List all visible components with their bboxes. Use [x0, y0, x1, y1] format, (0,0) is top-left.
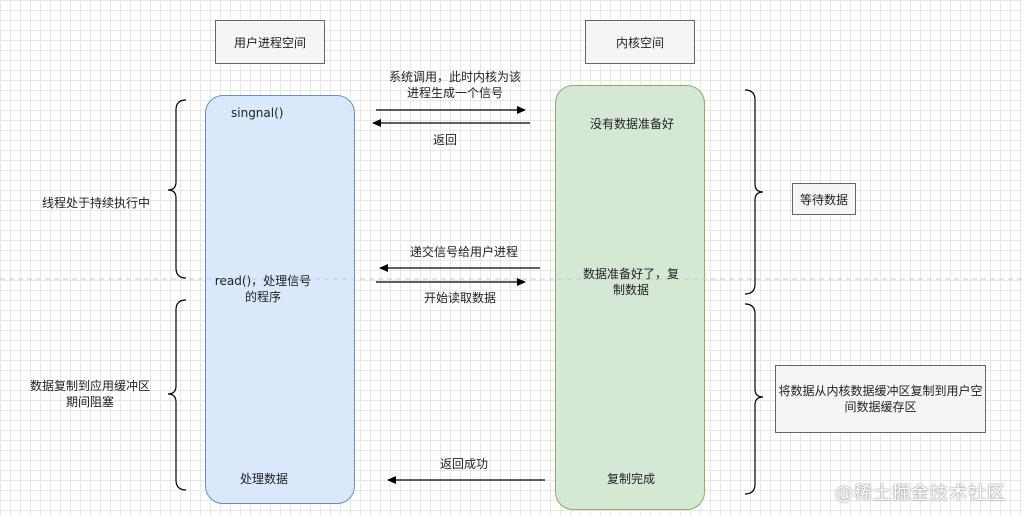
process-data-label: 处理数据	[240, 472, 289, 486]
kernel-lane	[555, 85, 705, 510]
return-label: 返回	[433, 133, 458, 147]
deliver-signal-label: 递交信号给用户进程	[410, 245, 519, 259]
brace-right-copy	[744, 303, 764, 495]
blocked-note: 数据复制到应用缓冲区 期间阻塞	[29, 379, 150, 409]
watermark-text: @稀土掘金技术社区	[835, 483, 1006, 504]
brace-left-blocked	[167, 299, 187, 491]
return-success-label: 返回成功	[440, 457, 489, 471]
read-handler-label: read()，处理信号 的程序	[214, 274, 312, 304]
brace-right-wait	[744, 89, 764, 295]
wait-data-note: 等待数据	[792, 183, 856, 215]
brace-left-running	[167, 99, 187, 279]
signal-call-label: singnal()	[231, 106, 284, 120]
running-note: 线程处于持续执行中	[42, 196, 151, 210]
no-data-ready-label: 没有数据准备好	[590, 117, 675, 131]
kernel-space-header: 内核空间	[585, 20, 695, 64]
syscall-label: 系统调用，此时内核为该 进程生成一个信号	[388, 70, 521, 100]
data-ready-label: 数据准备好了，复 制数据	[582, 267, 679, 297]
user-process-lane	[205, 95, 355, 504]
start-read-label: 开始读取数据	[424, 291, 497, 305]
user-space-header: 用户进程空间	[215, 20, 325, 64]
copy-to-user-note: 将数据从内核数据缓冲区复制到用户空 间数据缓存区	[775, 365, 986, 433]
copy-done-label: 复制完成	[607, 472, 656, 486]
